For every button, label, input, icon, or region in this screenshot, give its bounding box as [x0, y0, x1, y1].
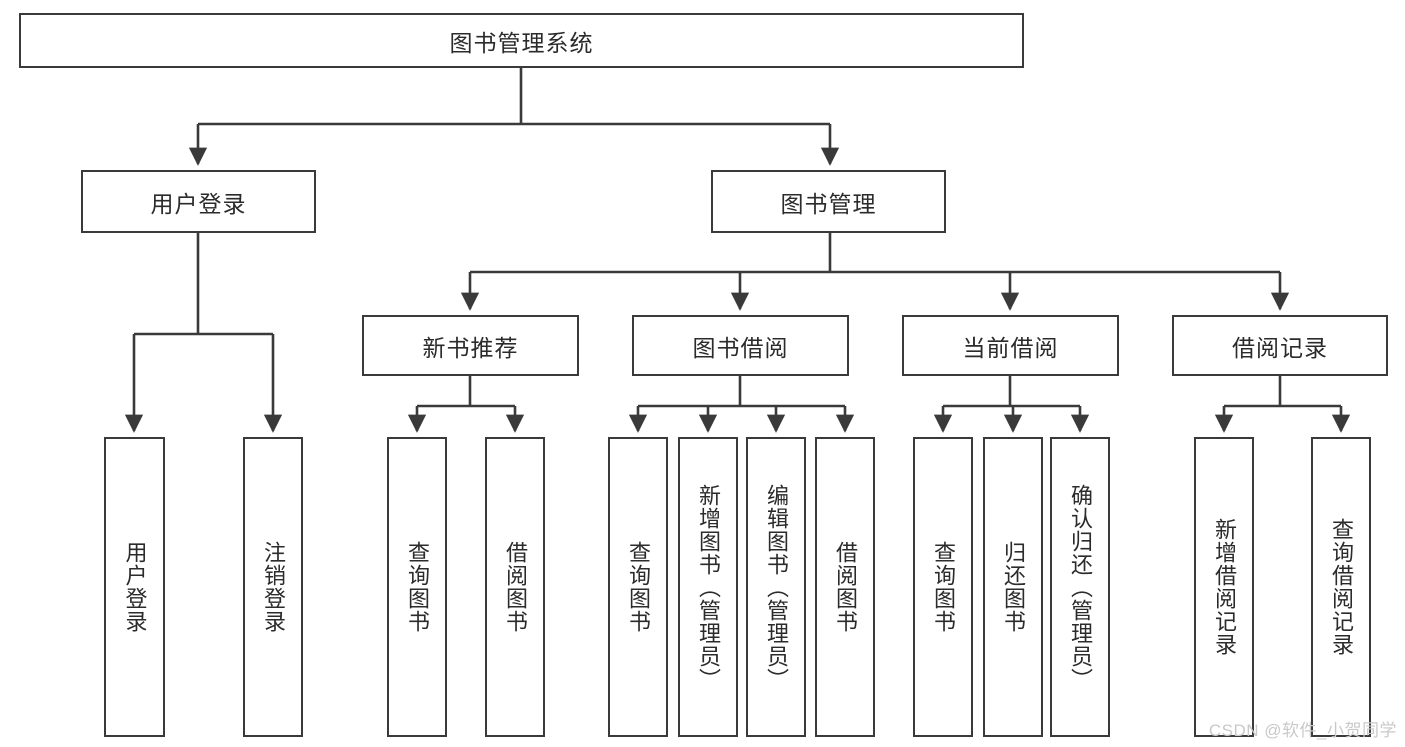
leaf-borrow-book[interactable]: 借阅图书 [815, 437, 875, 737]
leaf-query-book-borrow-label: 查询图书 [625, 541, 651, 633]
node-book-borrow[interactable]: 图书借阅 [632, 315, 849, 376]
leaf-borrow-book-label: 借阅图书 [832, 541, 858, 633]
csdn-watermark: CSDN @软件_小贺同学 [1208, 721, 1397, 740]
node-new-book-recommend[interactable]: 新书推荐 [362, 315, 579, 376]
node-borrow-record-label: 借阅记录 [1232, 334, 1328, 361]
leaf-query-book-borrow[interactable]: 查询图书 [608, 437, 668, 737]
leaf-edit-book-admin-label: 编辑图书（管理员） [763, 483, 789, 691]
node-root-label: 图书管理系统 [449, 29, 594, 56]
node-root[interactable]: 图书管理系统 [19, 13, 1024, 68]
leaf-query-book-current-label: 查询图书 [930, 541, 956, 633]
leaf-query-borrow-record-label: 查询借阅记录 [1328, 518, 1354, 656]
node-book-management-label: 图书管理 [780, 190, 877, 217]
leaf-user-login[interactable]: 用户登录 [104, 437, 165, 737]
node-current-borrow[interactable]: 当前借阅 [902, 315, 1119, 376]
leaf-add-borrow-record[interactable]: 新增借阅记录 [1194, 437, 1254, 737]
leaf-add-borrow-record-label: 新增借阅记录 [1211, 518, 1237, 656]
node-current-borrow-label: 当前借阅 [962, 334, 1059, 361]
node-user-login[interactable]: 用户登录 [81, 170, 316, 233]
leaf-query-book-recommend-label: 查询图书 [404, 541, 430, 633]
leaf-borrow-book-recommend[interactable]: 借阅图书 [485, 437, 545, 737]
leaf-logout[interactable]: 注销登录 [243, 437, 303, 737]
node-book-management[interactable]: 图书管理 [711, 170, 946, 233]
leaf-logout-label: 注销登录 [260, 541, 286, 633]
leaf-query-borrow-record[interactable]: 查询借阅记录 [1311, 437, 1371, 737]
leaf-user-login-label: 用户登录 [122, 541, 148, 633]
leaf-add-book-admin-label: 新增图书（管理员） [695, 483, 721, 691]
node-user-login-label: 用户登录 [150, 190, 247, 217]
leaf-add-book-admin[interactable]: 新增图书（管理员） [678, 437, 738, 737]
leaf-query-book-current[interactable]: 查询图书 [913, 437, 973, 737]
leaf-borrow-book-recommend-label: 借阅图书 [502, 541, 528, 633]
leaf-edit-book-admin[interactable]: 编辑图书（管理员） [746, 437, 806, 737]
node-borrow-record[interactable]: 借阅记录 [1172, 315, 1388, 376]
leaf-return-book-label: 归还图书 [1000, 541, 1026, 633]
node-book-borrow-label: 图书借阅 [692, 334, 789, 361]
leaf-return-book[interactable]: 归还图书 [983, 437, 1043, 737]
leaf-confirm-return-admin[interactable]: 确认归还（管理员） [1050, 437, 1110, 737]
node-new-book-recommend-label: 新书推荐 [422, 334, 519, 361]
leaf-query-book-recommend[interactable]: 查询图书 [387, 437, 447, 737]
leaf-confirm-return-admin-label: 确认归还（管理员） [1067, 483, 1093, 691]
